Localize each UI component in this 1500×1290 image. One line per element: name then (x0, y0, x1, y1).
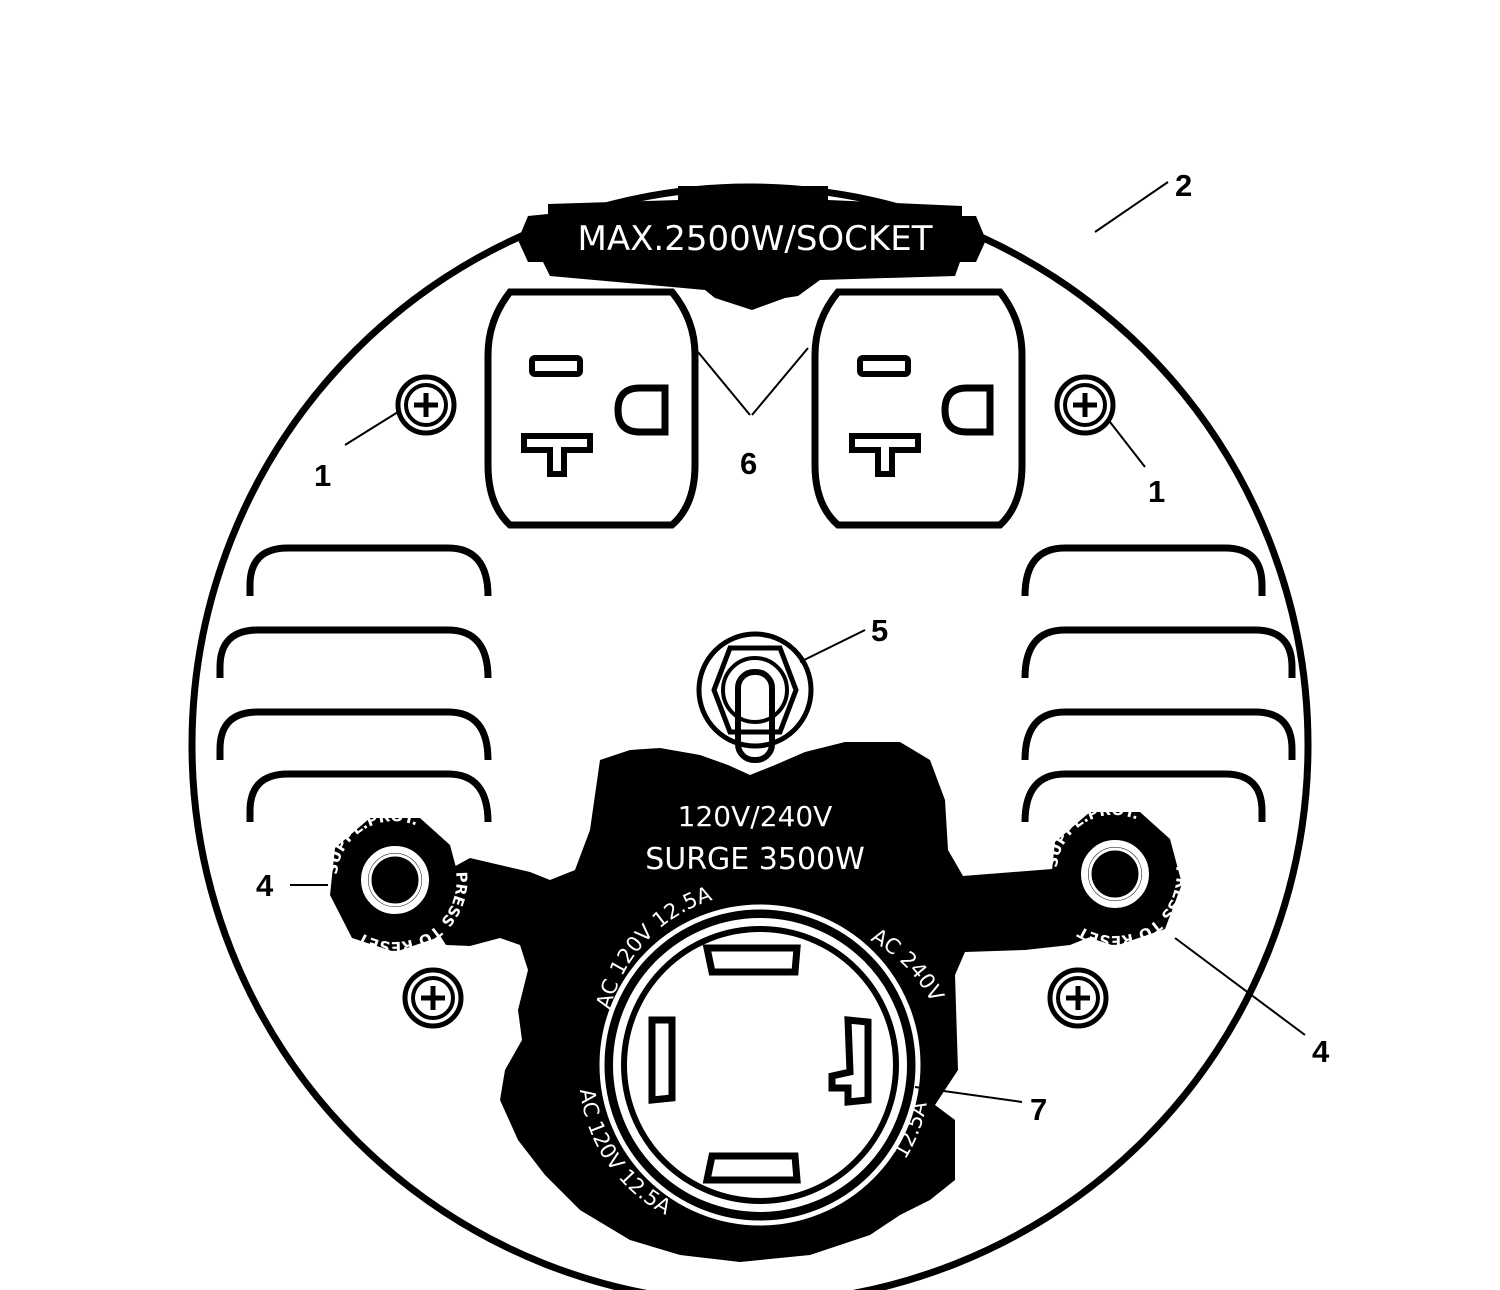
max-label-banner (518, 186, 986, 310)
toggle-switch[interactable] (696, 631, 814, 763)
voltage-label: 120V/240V (678, 800, 833, 833)
leader-lines (290, 181, 1306, 1103)
callout-4-right: 4 (1312, 1034, 1330, 1069)
screw-top-right (1054, 374, 1116, 436)
circuit-breaker-right[interactable] (1050, 812, 1182, 946)
surge-label: SURGE 3500W (645, 842, 865, 877)
outlet-right (811, 288, 1026, 529)
callout-7: 7 (1030, 1092, 1047, 1127)
outlet-left (484, 288, 699, 529)
screw-bottom-right (1047, 967, 1109, 1029)
vent-left (216, 544, 492, 823)
screw-bottom-left (402, 967, 464, 1029)
callout-1-right: 1 (1148, 474, 1165, 509)
callout-6: 6 (740, 446, 757, 481)
vent-right (1021, 544, 1296, 823)
callout-1-left: 1 (314, 458, 331, 493)
max-label: MAX.2500W/SOCKET (578, 219, 933, 259)
circuit-breaker-left[interactable] (330, 818, 462, 952)
callout-4-left: 4 (256, 868, 274, 903)
callout-5: 5 (871, 613, 888, 648)
callout-2: 2 (1175, 168, 1192, 203)
twist-lock-receptacle (599, 904, 921, 1226)
screw-top-left (395, 374, 457, 436)
